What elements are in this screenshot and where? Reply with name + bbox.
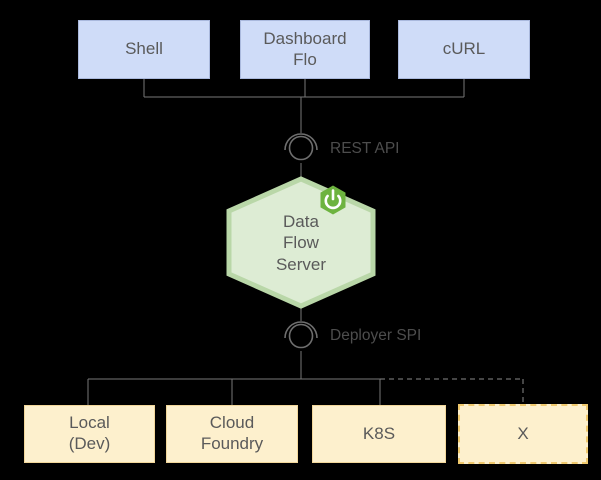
platform-label-local-dev: Local (Dev)	[68, 413, 111, 453]
client-box-curl[interactable]: cURL	[398, 20, 530, 79]
platform-label-cloud-foundry: Cloud Foundry	[200, 413, 264, 453]
client-label-curl: cURL	[442, 39, 486, 59]
rest-api-socket-icon	[284, 133, 318, 151]
client-box-dashboard-flo[interactable]: Dashboard Flo	[240, 20, 370, 79]
deployer-spi-label: Deployer SPI	[330, 327, 422, 344]
rest-api-ball-icon	[288, 135, 314, 161]
platform-box-k8s[interactable]: K8S	[312, 405, 446, 463]
deployer-spi-ball-icon	[288, 323, 314, 349]
platform-label-k8s: K8S	[362, 423, 396, 443]
platform-box-cloud-foundry[interactable]: Cloud Foundry	[166, 405, 298, 463]
platform-box-extensible[interactable]: X	[458, 404, 588, 464]
client-label-dashboard-flo: Dashboard Flo	[263, 28, 347, 69]
platform-label-extensible: X	[517, 423, 529, 443]
deployer-spi-interface-symbol	[284, 321, 318, 349]
data-flow-server-hexagon[interactable]	[226, 176, 376, 309]
rest-api-label: REST API	[330, 140, 400, 157]
rest-api-interface-symbol	[284, 133, 318, 161]
client-box-shell[interactable]: Shell	[78, 20, 210, 79]
platform-box-local-dev[interactable]: Local (Dev)	[24, 405, 155, 463]
client-label-shell: Shell	[125, 39, 163, 59]
spring-boot-icon	[317, 184, 349, 216]
deployer-spi-socket-icon	[284, 321, 318, 339]
